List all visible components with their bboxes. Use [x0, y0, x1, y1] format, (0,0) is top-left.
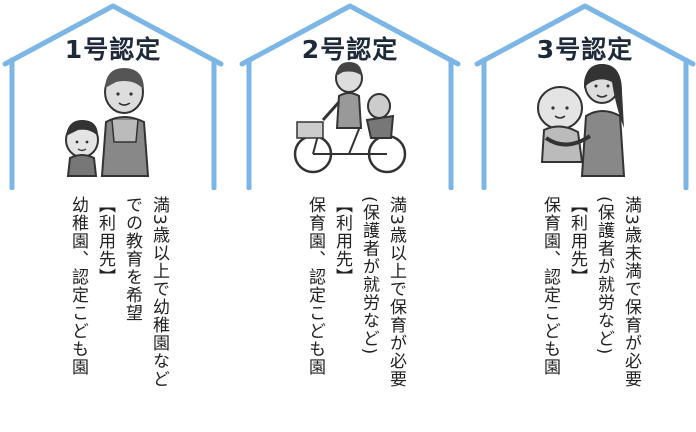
card-title: 3号認定	[536, 35, 634, 64]
card-title: 2号認定	[301, 35, 399, 64]
desc-line: 幼稚園、認定こども園	[68, 196, 88, 376]
card-2gou: 2号認定	[239, 0, 461, 432]
desc-line: での教育を希望	[122, 196, 142, 322]
desc-line: 【利用先】	[567, 196, 587, 286]
card-3gou: 3号認定	[474, 0, 696, 432]
mother-on-bicycle-icon	[293, 62, 407, 174]
house-outline	[239, 3, 461, 190]
desc-line: 満3歳以上で幼稚園など	[149, 196, 169, 388]
card-title: 1号認定	[64, 35, 162, 64]
desc-line: 満3歳未満で保育が必要	[621, 196, 641, 388]
desc-line: 満3歳以上で保育が必要	[386, 196, 406, 388]
card-description: 満3歳未満で保育が必要 (保護者が就労など) 【利用先】 保育園、認定こども園	[532, 196, 644, 432]
house-outline	[474, 3, 696, 190]
desc-line: (保護者が就労など)	[594, 196, 614, 356]
card-description: 満3歳以上で保育が必要 (保護者が就労など) 【利用先】 保育園、認定こども園	[297, 196, 409, 432]
card-description: 満3歳以上で幼稚園など での教育を希望 【利用先】 幼稚園、認定こども園	[60, 196, 172, 432]
desc-line: (保護者が就労など)	[359, 196, 379, 356]
mother-and-child-icon	[65, 68, 150, 177]
desc-line: 【利用先】	[95, 196, 115, 286]
desc-line: 保育園、認定こども園	[305, 196, 325, 376]
card-1gou: 1号認定	[2, 0, 224, 432]
desc-line: 保育園、認定こども園	[540, 196, 560, 376]
house-outline	[2, 3, 224, 190]
mother-holding-baby-icon	[537, 64, 626, 177]
desc-line: 【利用先】	[332, 196, 352, 286]
